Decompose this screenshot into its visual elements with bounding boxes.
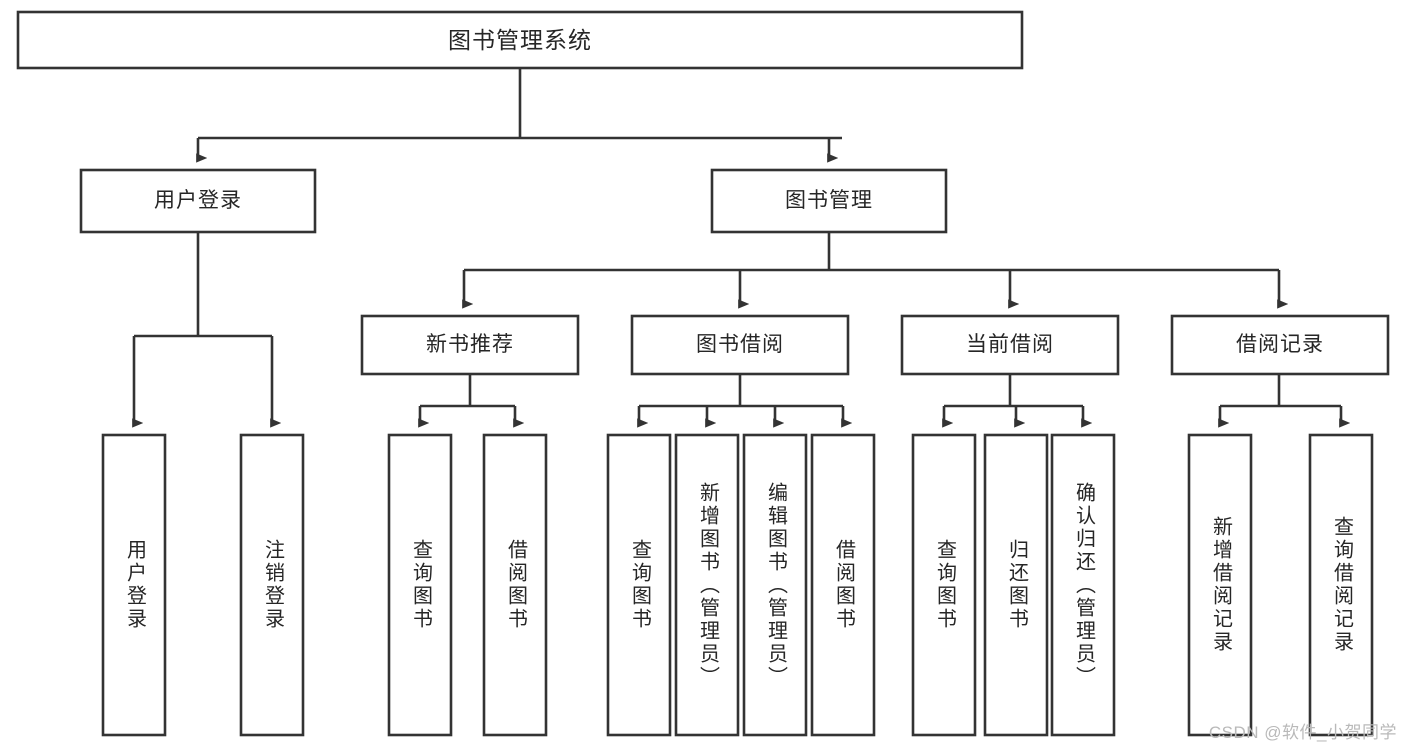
node-box-current-borrow[interactable] <box>900 314 1120 376</box>
connector-borrow-record-to-leaves <box>1218 374 1351 428</box>
watermark-text: CSDN @软件_小贺同学 <box>1208 723 1397 742</box>
connector-current-borrow-to-leaves <box>942 374 1093 428</box>
node-box-leaf-query-borrow-record[interactable] <box>1308 433 1374 737</box>
node-box-leaf-confirm-return-admin[interactable] <box>1050 433 1116 737</box>
node-box-leaf-add-book-admin[interactable] <box>674 433 740 737</box>
node-box-leaf-query-book-borrow[interactable] <box>606 433 672 737</box>
connector-user-login-to-leaves <box>132 232 282 428</box>
node-box-leaf-borrow-book-new[interactable] <box>482 433 548 737</box>
node-box-user-login[interactable] <box>79 168 317 234</box>
node-box-new-book-recommend[interactable] <box>360 314 580 376</box>
node-box-leaf-add-borrow-record[interactable] <box>1187 433 1253 737</box>
node-box-leaf-logout[interactable] <box>239 433 305 737</box>
node-box-borrow-record[interactable] <box>1170 314 1390 376</box>
node-box-root[interactable] <box>16 10 1024 70</box>
node-box-leaf-user-login[interactable] <box>101 433 167 737</box>
connector-new-book-recommend-to-leaves <box>418 374 525 428</box>
node-box-leaf-query-book-new[interactable] <box>387 433 453 737</box>
node-box-book-management[interactable] <box>710 168 948 234</box>
node-box-leaf-edit-book-admin[interactable] <box>742 433 808 737</box>
node-box-leaf-query-book-current[interactable] <box>911 433 977 737</box>
connector-book-borrow-to-leaves <box>637 374 853 428</box>
connector-book-management-to-level3 <box>462 232 1289 309</box>
node-box-leaf-return-book[interactable] <box>983 433 1049 737</box>
connector-root-to-level2 <box>196 68 842 163</box>
node-box-leaf-borrow-book[interactable] <box>810 433 876 737</box>
node-box-book-borrow[interactable] <box>630 314 850 376</box>
